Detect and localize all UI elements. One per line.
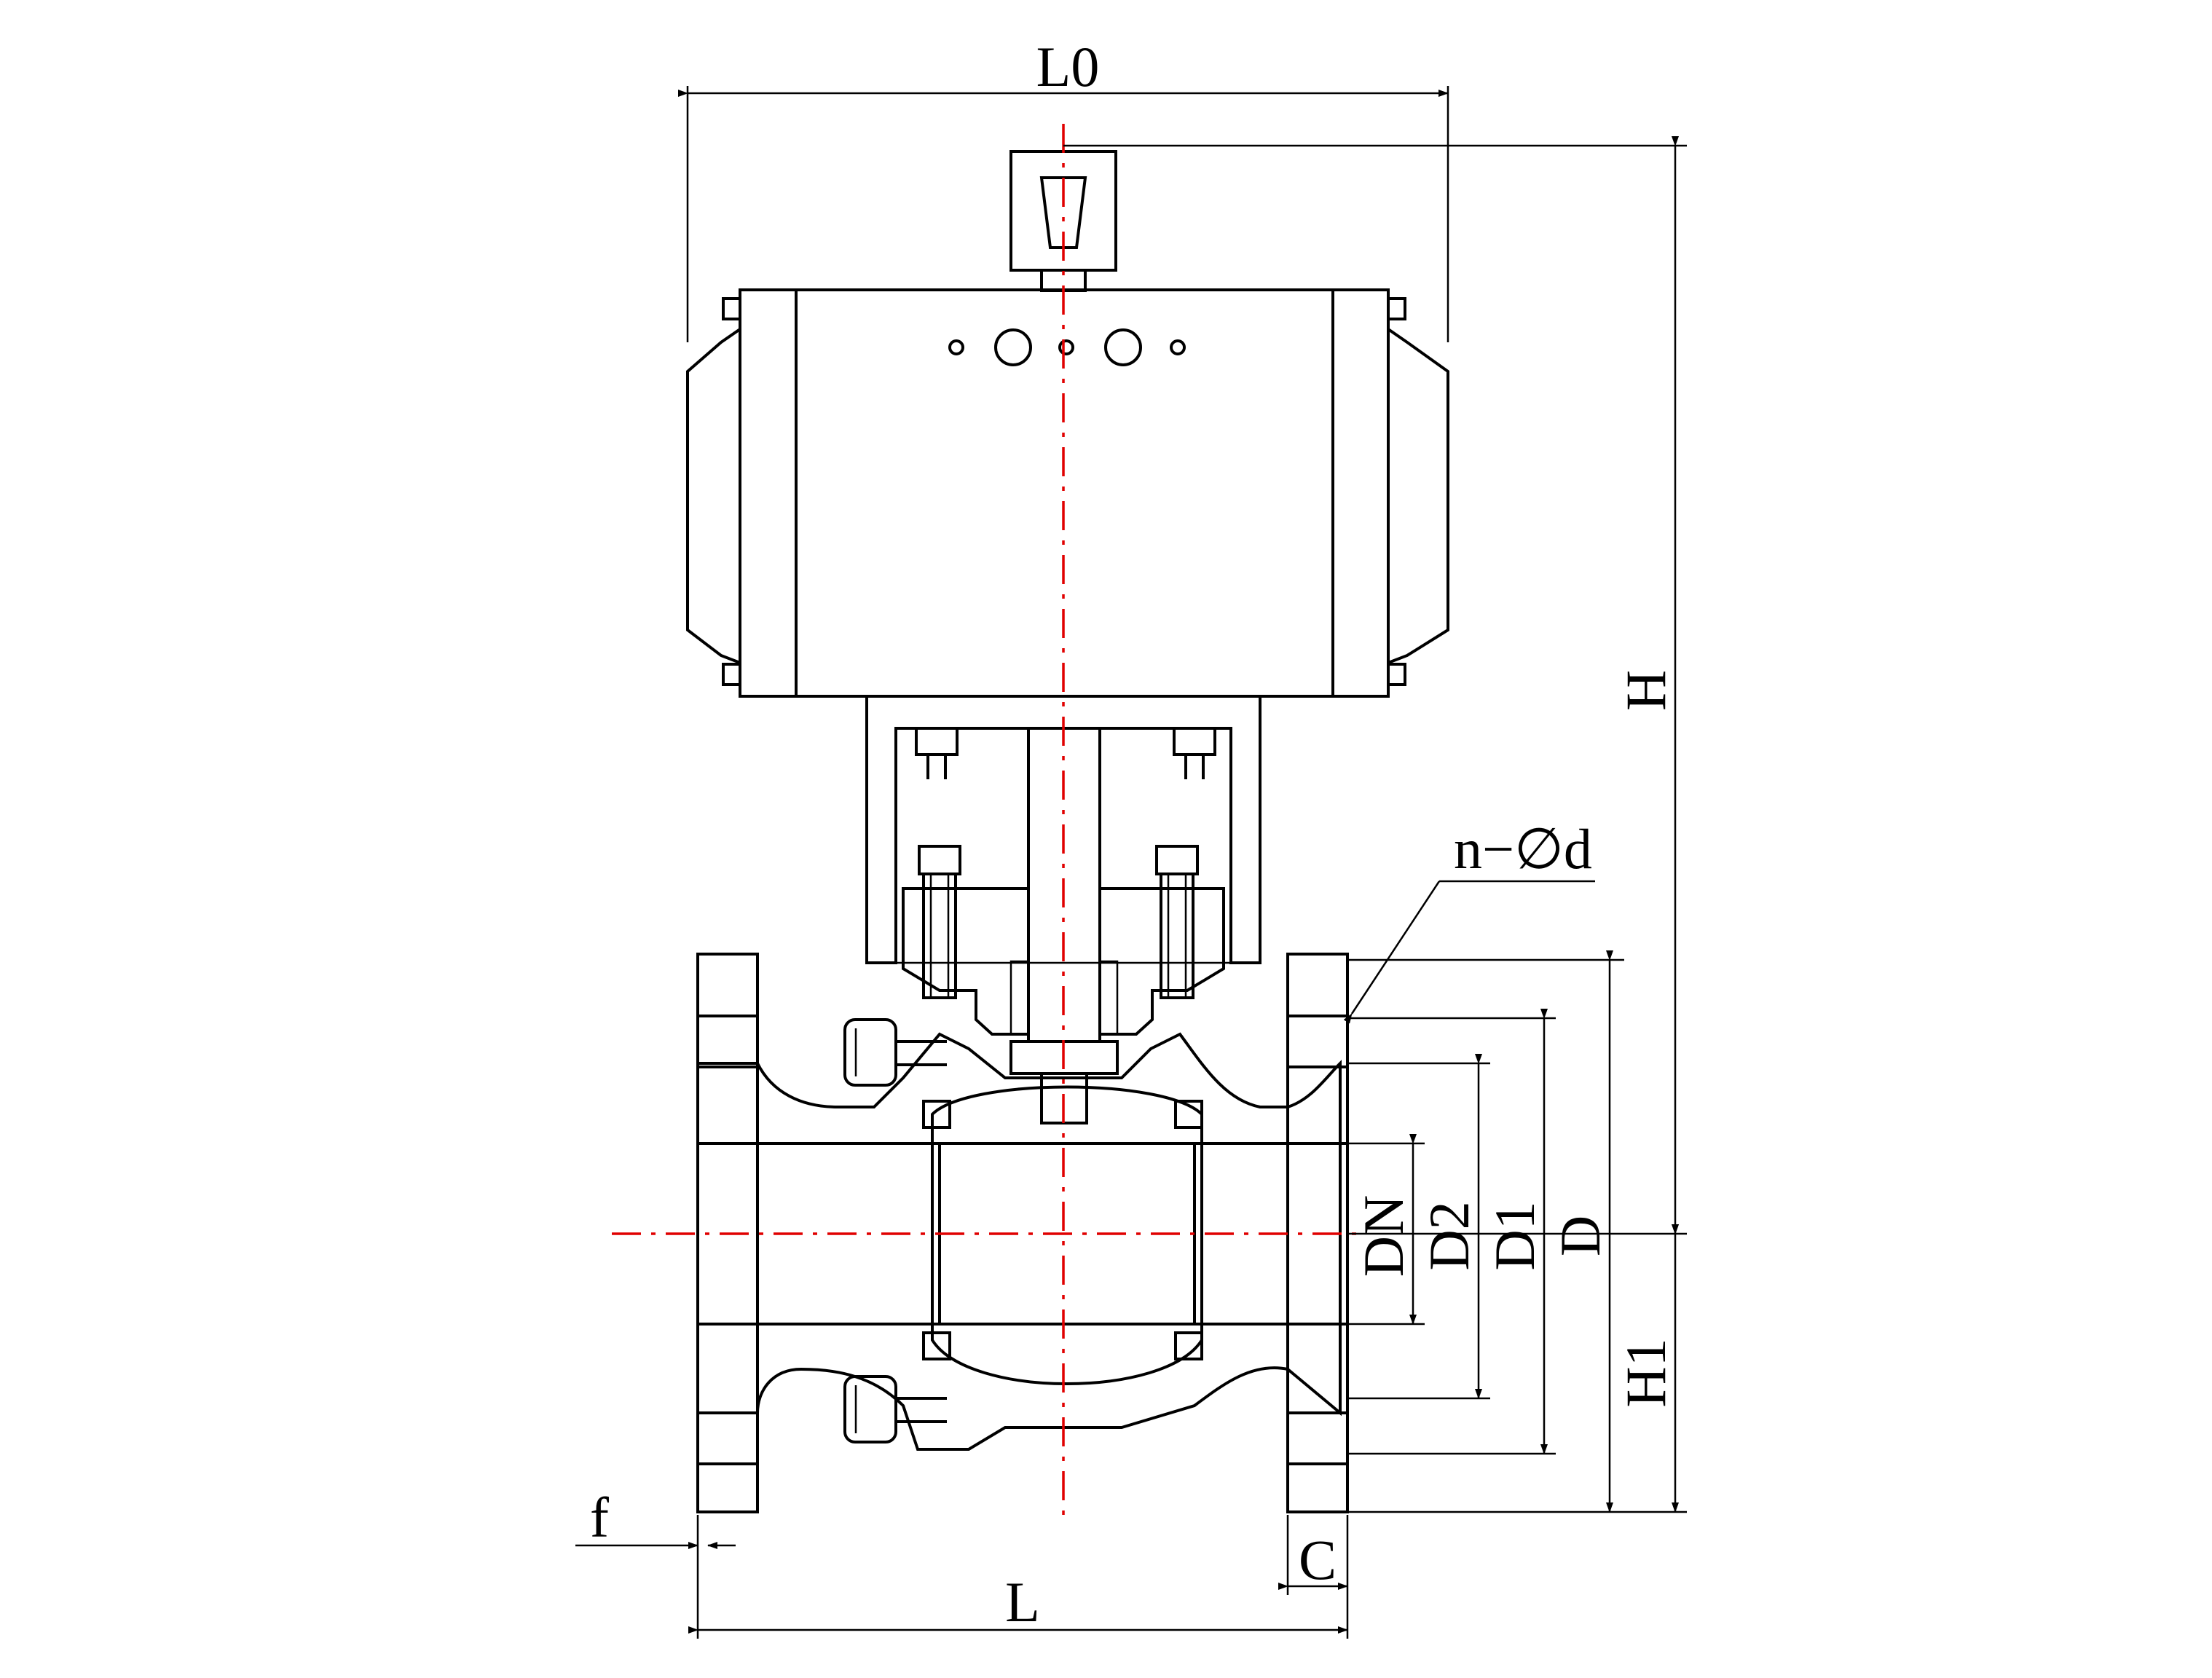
dimension-H1: H1 [1347, 1224, 1687, 1513]
port-small-left [948, 339, 964, 355]
bonnet [902, 845, 1225, 1036]
seat-lower-right [1174, 1331, 1203, 1360]
right-end-cap [1387, 328, 1449, 664]
dimension-C: C [1278, 1515, 1348, 1595]
label-H1: H1 [1614, 1338, 1677, 1407]
body-lower [696, 1323, 1342, 1451]
bracket-bolt-left [915, 727, 959, 779]
label-H: H [1614, 670, 1677, 711]
dimension-D: D [1347, 950, 1624, 1513]
body-bolt-upper [843, 1018, 947, 1087]
label-n-d: n−∅d [1454, 817, 1592, 881]
pneumatic-actuator [686, 150, 1449, 698]
port-center [1058, 339, 1074, 355]
label-f: f [590, 1486, 609, 1549]
label-DN: DN [1352, 1195, 1415, 1277]
label-D1: D1 [1483, 1201, 1546, 1270]
seat-upper-right [1174, 1100, 1203, 1129]
ball [931, 1085, 1203, 1385]
body-bolt-lower [843, 1375, 947, 1443]
port-large-left [994, 328, 1032, 366]
left-end-cap [686, 328, 741, 664]
port-small-right [1170, 339, 1186, 355]
port-large-right [1104, 328, 1142, 366]
seat-rings [922, 1100, 1203, 1360]
label-L: L [1005, 1570, 1040, 1634]
dimension-n-d-leader: n−∅d [1343, 817, 1595, 1024]
dimension-L0: L0 [678, 35, 1449, 342]
seat-upper-left [922, 1100, 951, 1129]
seat-lower-left [922, 1331, 951, 1360]
dimension-DN: DN [1347, 1134, 1425, 1326]
body-upper [696, 1032, 1342, 1145]
indicator-taper [1039, 176, 1087, 249]
gland-bolt-right [1155, 845, 1199, 999]
dimension-D2: D2 [1347, 1054, 1490, 1400]
dimension-H: H [1063, 136, 1687, 1235]
label-D2: D2 [1417, 1201, 1481, 1270]
dimension-f: f [575, 1486, 736, 1549]
dimension-L: L [688, 1515, 1349, 1639]
label-C: C [1299, 1528, 1337, 1591]
bracket-bolt-right [1173, 727, 1216, 779]
label-L0: L0 [1036, 35, 1100, 98]
label-D: D [1548, 1216, 1612, 1256]
dimension-D1: D1 [1347, 1009, 1556, 1455]
gland-bolt-left [918, 845, 961, 999]
